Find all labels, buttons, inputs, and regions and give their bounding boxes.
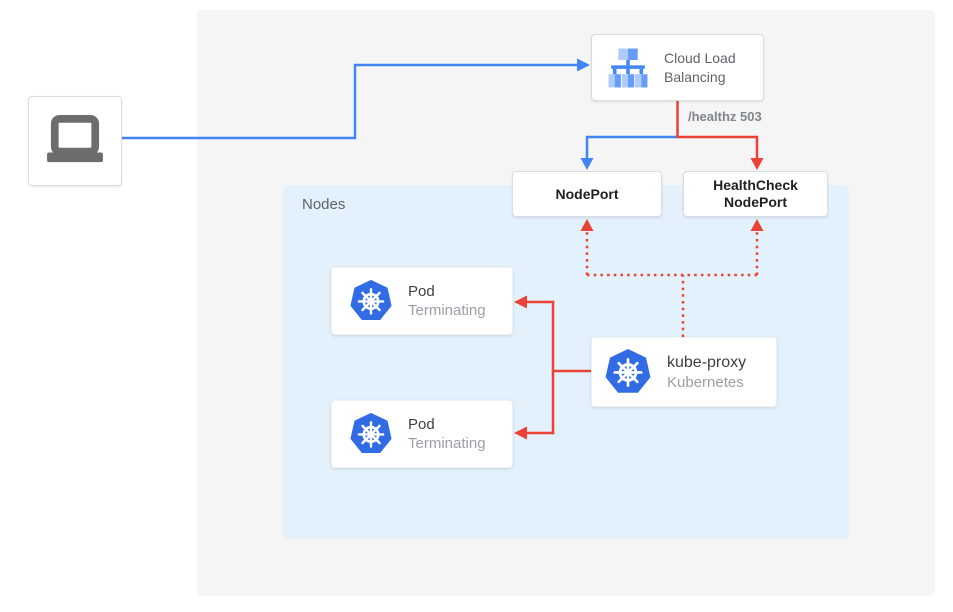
pod-status: Terminating xyxy=(408,435,486,452)
client-node xyxy=(28,96,122,186)
pod-title: Pod xyxy=(408,416,435,433)
healthz-status-label: /healthz 503 xyxy=(688,109,762,124)
kubernetes-icon xyxy=(604,348,652,396)
nodeport-node: NodePort xyxy=(512,171,662,217)
pod-title: Pod xyxy=(408,283,435,300)
kube-proxy-node: kube-proxy Kubernetes xyxy=(591,337,777,407)
laptop-icon xyxy=(47,115,103,163)
kubernetes-icon xyxy=(349,279,393,323)
cloud-load-balancing-node: Cloud Load Balancing xyxy=(591,34,764,101)
cloud-load-balancing-label: Cloud Load Balancing xyxy=(664,49,736,85)
kubernetes-icon xyxy=(349,412,393,456)
nodes-group-label: Nodes xyxy=(302,196,346,213)
healthcheck-nodeport-node: HealthCheck NodePort xyxy=(683,171,828,217)
kube-proxy-subtitle: Kubernetes xyxy=(667,373,744,391)
kube-proxy-title: kube-proxy xyxy=(667,353,747,371)
pod-node-2: Pod Terminating xyxy=(331,400,513,468)
pod-node-1: Pod Terminating xyxy=(331,267,513,335)
cloud-load-balancing-icon xyxy=(608,48,648,87)
pod-status: Terminating xyxy=(408,302,486,319)
